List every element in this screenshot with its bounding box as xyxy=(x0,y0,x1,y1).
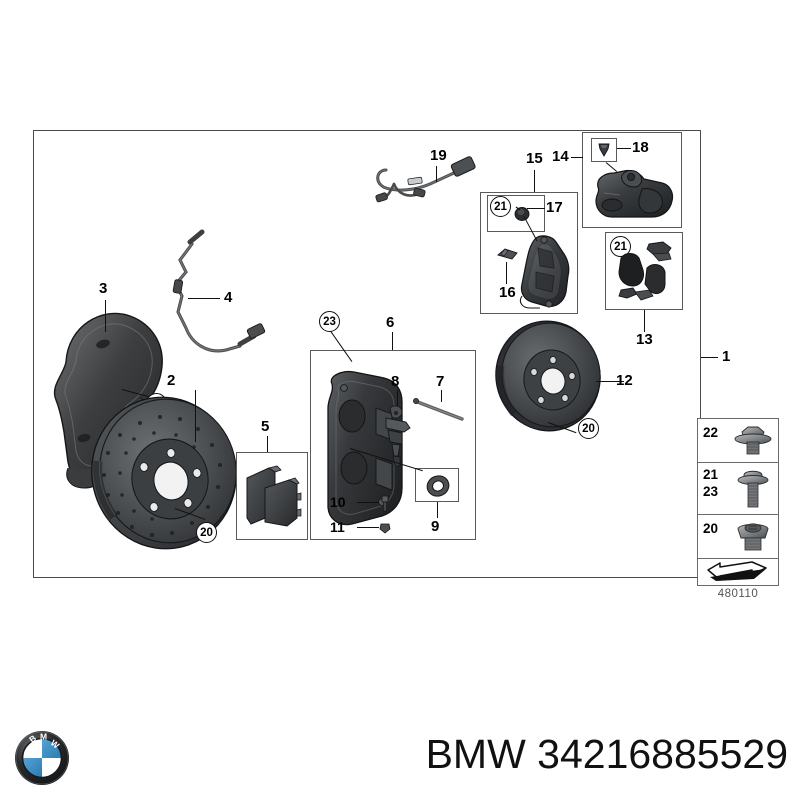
svg-text:B: B xyxy=(27,733,38,745)
callout-5: 5 xyxy=(261,418,270,435)
rear-caliper-art xyxy=(592,165,676,223)
callout-9: 9 xyxy=(431,518,440,535)
diagram-number: 480110 xyxy=(717,588,759,600)
callout-10: 10 xyxy=(330,494,346,510)
seal-ring-box xyxy=(415,468,459,502)
leader-line-13 xyxy=(644,310,646,332)
countersunk-screw-icon xyxy=(732,519,774,557)
leader-line-5 xyxy=(267,436,269,452)
leader-line-6 xyxy=(392,332,394,350)
leader-line-17 xyxy=(527,208,545,210)
callout-15: 15 xyxy=(526,150,543,167)
callout-4: 4 xyxy=(224,289,233,306)
legend-label-22: 22 xyxy=(703,425,719,440)
leader-line-4 xyxy=(188,298,220,300)
guide-pin-art xyxy=(512,203,532,223)
front-wear-sensor-art xyxy=(160,229,270,370)
hex-flange-bolt-icon xyxy=(732,424,774,460)
callout-17: 17 xyxy=(546,199,563,216)
callout-19: 19 xyxy=(430,147,447,164)
callout-3: 3 xyxy=(99,280,108,297)
leader-line-10 xyxy=(357,502,379,504)
front-caliper-box xyxy=(310,350,476,540)
leader-line-12 xyxy=(596,381,624,383)
leader-line-2 xyxy=(195,390,197,442)
circled-callout-23: 23 xyxy=(319,311,340,332)
leader-line-16 xyxy=(506,262,508,284)
bleeder-screw-art xyxy=(378,495,392,513)
shoulder-bolt-icon xyxy=(732,467,774,513)
rear-brake-disc-art xyxy=(492,318,608,436)
fastener-legend-box: 22 21 23 xyxy=(697,418,779,586)
direction-arrow-icon xyxy=(706,561,770,583)
seal-ring-art xyxy=(424,474,452,498)
leader-line-11 xyxy=(357,527,379,529)
legend-row-direction-arrow xyxy=(698,559,778,585)
leader-line-15 xyxy=(534,170,536,192)
rear-brake-pads-art xyxy=(615,240,677,304)
callout-13: 13 xyxy=(636,331,653,348)
guide-bushing-art xyxy=(495,245,521,263)
front-caliper-art xyxy=(318,368,410,528)
legend-label-20: 20 xyxy=(703,521,719,536)
bmw-roundel-logo: B M W xyxy=(14,730,70,786)
front-brake-pads-art xyxy=(243,460,303,534)
callout-7: 7 xyxy=(436,373,445,390)
leader-line-18 xyxy=(617,148,631,150)
callout-11: 11 xyxy=(330,519,345,535)
leader-line-3 xyxy=(105,300,107,332)
footer-part-label: BMW 34216885529 xyxy=(425,731,788,777)
leader-line-9 xyxy=(437,502,439,518)
circled-callout-21-pads: 21 xyxy=(610,236,631,257)
rear-caliper-box xyxy=(582,132,682,228)
leader-line-8 xyxy=(397,390,399,406)
callout-2: 2 xyxy=(167,372,176,389)
leader-line-7 xyxy=(441,390,443,402)
leader-line-1 xyxy=(701,357,718,359)
bleeder-cap-art xyxy=(378,521,392,535)
bleeder-cap-box xyxy=(591,138,617,162)
leader-line-14b xyxy=(571,157,583,159)
legend-row-22: 22 xyxy=(698,419,778,463)
legend-row-21-23: 21 23 xyxy=(698,463,778,515)
callout-18: 18 xyxy=(632,139,649,156)
front-brake-pads-box xyxy=(236,452,308,540)
legend-label-23: 23 xyxy=(703,484,719,499)
circled-callout-21-guide: 21 xyxy=(490,196,511,217)
rear-wear-sensor-art xyxy=(372,150,496,203)
callout-1: 1 xyxy=(722,348,731,365)
leader-line-19 xyxy=(436,166,438,182)
guide-pin-box xyxy=(487,195,545,232)
rear-caliper-carrier-art xyxy=(518,234,578,310)
rear-caliper-carrier-box xyxy=(480,192,578,314)
legend-label-21: 21 xyxy=(703,467,719,482)
legend-row-20: 20 xyxy=(698,515,778,559)
bleeder-cap-18-art xyxy=(596,142,612,158)
callout-6: 6 xyxy=(386,314,395,331)
circled-callout-20-rear: 20 xyxy=(578,418,599,439)
callout-8: 8 xyxy=(391,373,400,390)
svg-text:M: M xyxy=(40,731,47,741)
rear-brake-pads-box xyxy=(605,232,683,310)
callout-12: 12 xyxy=(616,372,633,389)
front-brake-disc-art xyxy=(80,395,250,555)
circled-callout-20-front: 20 xyxy=(196,522,217,543)
callout-14: 14 xyxy=(552,148,569,165)
retaining-pin-art xyxy=(412,396,468,424)
callout-16: 16 xyxy=(499,284,516,301)
